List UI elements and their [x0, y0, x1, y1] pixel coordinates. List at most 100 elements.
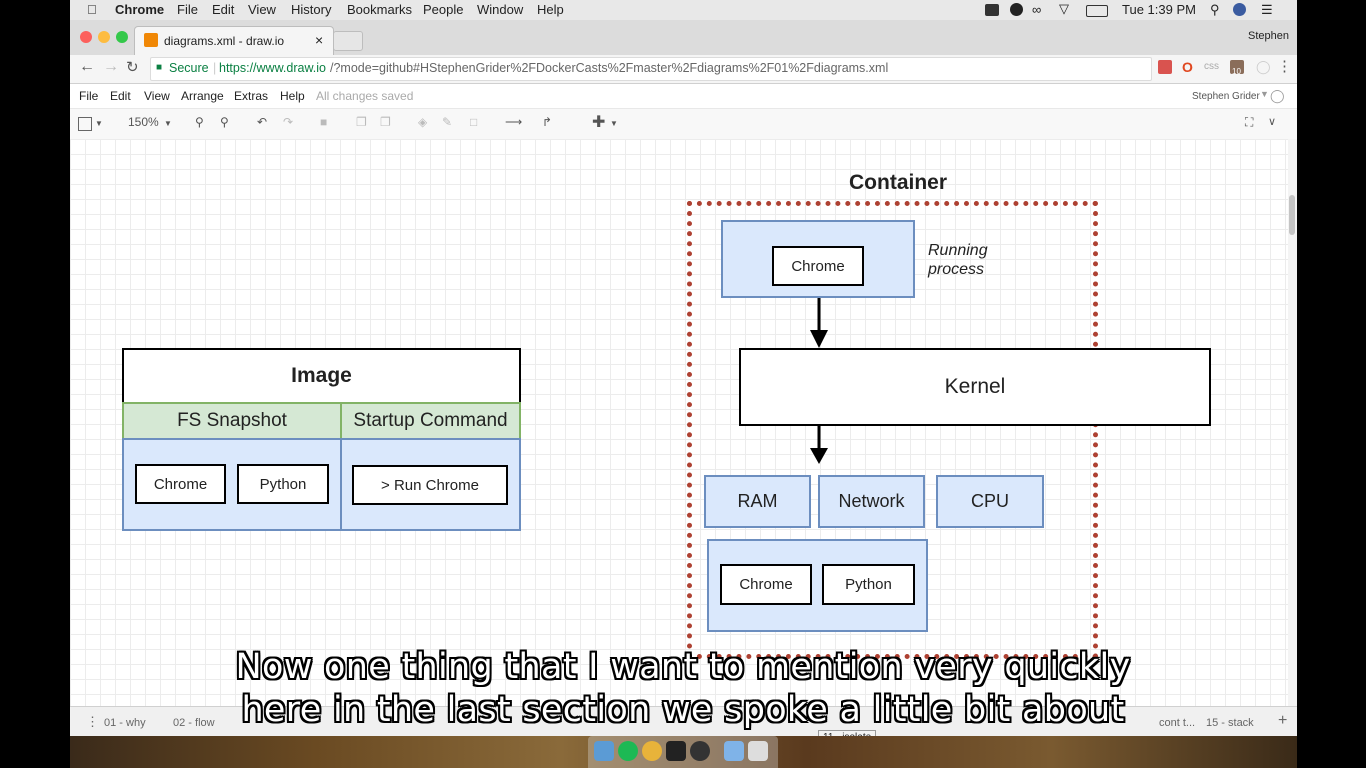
- chevron-down-icon[interactable]: ▼: [164, 119, 172, 128]
- drawio-menu-help[interactable]: Help: [280, 89, 305, 103]
- siri-icon[interactable]: [1233, 3, 1246, 16]
- menubar-help[interactable]: Help: [537, 2, 564, 17]
- menubar-file[interactable]: File: [177, 2, 198, 17]
- connection-arrow-icon[interactable]: ⟶: [505, 115, 523, 129]
- trash-icon[interactable]: [748, 741, 768, 761]
- to-front-icon[interactable]: ❐: [356, 115, 367, 129]
- chevron-down-icon[interactable]: ▼: [1260, 89, 1269, 99]
- drawio-menu-file[interactable]: File: [79, 89, 99, 103]
- container-boundary[interactable]: [687, 201, 1098, 659]
- calendar-extension-icon[interactable]: [1230, 60, 1244, 74]
- process-chrome-box[interactable]: Chrome: [772, 246, 864, 286]
- notification-center-icon[interactable]: ☰: [1261, 2, 1273, 17]
- downloads-folder-icon[interactable]: [724, 741, 744, 761]
- close-window-icon[interactable]: [80, 31, 92, 43]
- new-tab-button[interactable]: [333, 31, 363, 51]
- fs-chrome-box[interactable]: Chrome: [135, 464, 226, 504]
- ram-box[interactable]: RAM: [704, 475, 811, 528]
- pages-menu-icon[interactable]: ⋮: [86, 714, 99, 729]
- container-title[interactable]: Container: [849, 171, 948, 194]
- zoom-out-icon[interactable]: ⚲: [220, 115, 229, 129]
- clock[interactable]: Tue 1:39 PM: [1122, 2, 1196, 17]
- fill-color-icon[interactable]: ◈: [418, 115, 428, 129]
- kernel-box[interactable]: Kernel: [739, 348, 1211, 426]
- minimize-window-icon[interactable]: [98, 31, 110, 43]
- waypoints-icon[interactable]: ↱: [542, 115, 553, 129]
- back-arrow-icon[interactable]: ←: [79, 58, 95, 75]
- reload-icon[interactable]: ↻: [126, 59, 139, 76]
- menubar-edit[interactable]: Edit: [212, 2, 235, 17]
- spotify-icon[interactable]: [618, 741, 638, 761]
- line-color-icon[interactable]: ✎: [442, 115, 453, 129]
- delete-icon[interactable]: ■: [320, 115, 328, 129]
- menubar-window[interactable]: Window: [477, 2, 524, 17]
- spotlight-search-icon[interactable]: ⚲: [1210, 2, 1220, 17]
- extension-gray-icon[interactable]: ◯: [1256, 59, 1271, 74]
- forward-arrow-icon[interactable]: →: [103, 58, 119, 75]
- collapse-icon[interactable]: ∨: [1268, 116, 1277, 128]
- css-extension-icon[interactable]: css: [1204, 61, 1219, 72]
- shadow-icon[interactable]: □: [470, 115, 478, 129]
- page-tab-flow[interactable]: 02 - flow: [173, 717, 215, 729]
- drawio-user[interactable]: Stephen Grider: [1192, 91, 1260, 102]
- docker-icon[interactable]: [985, 4, 999, 16]
- address-bar[interactable]: ■ Secure | https://www.draw.io /?mode=gi…: [150, 57, 1152, 81]
- menubar-app-name[interactable]: Chrome: [115, 2, 165, 17]
- tab-close-icon[interactable]: ×: [315, 32, 324, 48]
- fullscreen-icon[interactable]: ⛶: [1245, 115, 1254, 129]
- extension-red-icon[interactable]: [1158, 60, 1172, 74]
- chrome-menu-icon[interactable]: ⋮: [1277, 58, 1292, 75]
- globe-icon[interactable]: ◯: [1270, 88, 1285, 103]
- page-tab-cont[interactable]: cont t...: [1159, 717, 1196, 729]
- obs-icon[interactable]: [690, 741, 710, 761]
- profile-name[interactable]: Stephen: [1248, 30, 1289, 42]
- to-back-icon[interactable]: ❐: [380, 115, 391, 129]
- menubar-view[interactable]: View: [248, 2, 276, 17]
- menubar-history[interactable]: History: [291, 2, 332, 17]
- insert-plus-icon[interactable]: ✚: [592, 114, 606, 131]
- chevron-down-icon[interactable]: ▼: [95, 119, 103, 128]
- diagram-canvas[interactable]: Image FS Snapshot Startup Command Chrome…: [70, 139, 1288, 706]
- drawio-menu-extras[interactable]: Extras: [234, 89, 269, 103]
- scrollbar-thumb[interactable]: [1289, 195, 1295, 235]
- opera-extension-icon[interactable]: O: [1182, 59, 1193, 75]
- browser-tab[interactable]: diagrams.xml - draw.io ×: [134, 26, 334, 56]
- process-to-kernel-arrowhead: [810, 330, 828, 348]
- extension-status-icon[interactable]: [1010, 3, 1023, 16]
- chevron-down-icon[interactable]: ▼: [610, 119, 618, 128]
- undo-icon[interactable]: ↶: [257, 115, 268, 129]
- run-chrome-box[interactable]: > Run Chrome: [352, 465, 508, 505]
- apple-icon[interactable]: : [87, 2, 97, 17]
- fs-python-box[interactable]: Python: [237, 464, 329, 504]
- glasses-icon[interactable]: ∞: [1032, 2, 1042, 17]
- chrome-dock-icon[interactable]: [642, 741, 662, 761]
- page-tab-why[interactable]: 01 - why: [104, 717, 146, 729]
- network-box[interactable]: Network: [818, 475, 925, 528]
- drawio-menu-view[interactable]: View: [144, 89, 170, 103]
- drawio-menu-edit[interactable]: Edit: [110, 89, 131, 103]
- finder-icon[interactable]: [594, 741, 614, 761]
- zoom-level[interactable]: 150%: [128, 115, 159, 129]
- lock-icon: ■: [156, 62, 163, 73]
- startup-command-header[interactable]: Startup Command: [340, 402, 521, 440]
- maximize-window-icon[interactable]: [116, 31, 128, 43]
- zoom-in-icon[interactable]: ⚲: [195, 115, 204, 129]
- url-host: https://www.draw.io: [219, 61, 326, 75]
- drawio-menu-arrange[interactable]: Arrange: [181, 89, 224, 103]
- image-title-box[interactable]: Image: [122, 348, 521, 404]
- container-chrome-box[interactable]: Chrome: [720, 564, 812, 605]
- wifi-icon[interactable]: ▽: [1059, 1, 1069, 16]
- cpu-box[interactable]: CPU: [936, 475, 1044, 528]
- terminal-icon[interactable]: [666, 741, 686, 761]
- battery-icon[interactable]: [1086, 5, 1108, 17]
- add-page-button[interactable]: +: [1278, 712, 1288, 729]
- format-panel-icon[interactable]: [78, 117, 92, 131]
- fs-snapshot-header[interactable]: FS Snapshot: [122, 402, 342, 440]
- page-tab-stack[interactable]: 15 - stack: [1206, 717, 1254, 729]
- redo-icon[interactable]: ↷: [283, 115, 294, 129]
- menubar-people[interactable]: People: [423, 2, 464, 17]
- menubar-bookmarks[interactable]: Bookmarks: [347, 2, 413, 17]
- container-python-box[interactable]: Python: [822, 564, 915, 605]
- running-process-label-line2: process: [928, 261, 985, 278]
- vertical-scrollbar[interactable]: [1288, 139, 1297, 706]
